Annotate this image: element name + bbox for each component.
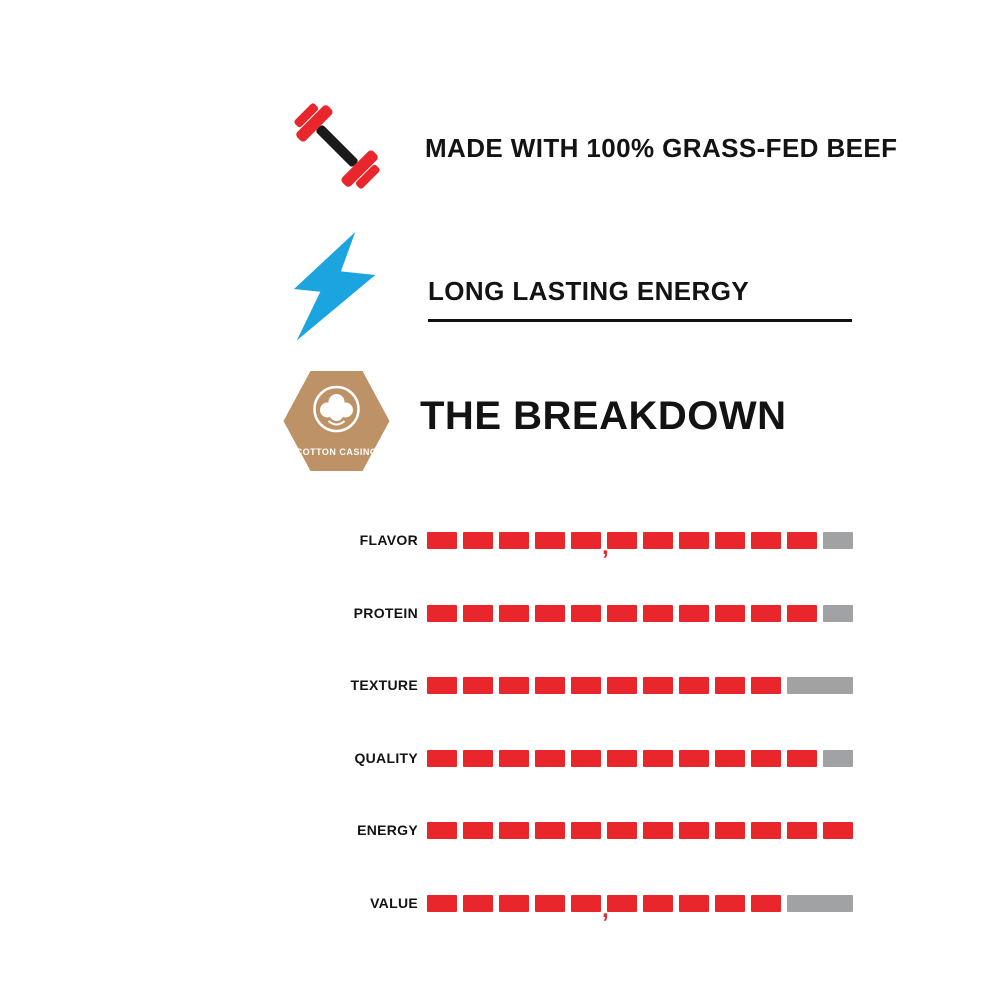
rating-segment-filled [679, 605, 709, 622]
rating-segment-filled [751, 532, 781, 549]
rating-segment-filled [571, 605, 601, 622]
rating-segment-filled [499, 677, 529, 694]
rating-segment-filled [427, 677, 457, 694]
rating-segment-filled [499, 822, 529, 839]
rating-segment-filled [679, 677, 709, 694]
rating-segment-filled [643, 605, 673, 622]
rating-segment-filled [463, 605, 493, 622]
rating-segment-filled [679, 532, 709, 549]
rating-bar [427, 822, 859, 839]
badge-label: COTTON CASING [296, 447, 378, 457]
rating-row-label: PROTEIN [353, 605, 418, 621]
rating-bar: , [427, 895, 853, 923]
rating-segment-filled [787, 532, 817, 549]
rating-segment-filled [643, 750, 673, 767]
rating-segment-filled [463, 822, 493, 839]
rating-segment-filled [715, 532, 745, 549]
rating-segment-filled [751, 750, 781, 767]
rating-segment-filled [427, 750, 457, 767]
rating-segment-filled [571, 895, 601, 912]
rating-segment-empty [823, 532, 853, 549]
rating-segment-filled [751, 677, 781, 694]
bar-comma-mark: , [602, 533, 609, 560]
rating-segment-empty [823, 750, 853, 767]
rating-row-label: FLAVOR [359, 532, 418, 548]
rating-segment-empty [787, 677, 853, 694]
rating-segment-filled [643, 822, 673, 839]
rating-segment-filled [571, 532, 601, 549]
rating-row-label: VALUE [370, 895, 418, 911]
rating-segment-filled [751, 822, 781, 839]
rating-segment-filled [499, 895, 529, 912]
rating-segment-filled [715, 895, 745, 912]
rating-segment-filled [571, 750, 601, 767]
bar-comma-mark: , [602, 896, 609, 923]
rating-segment-empty [823, 605, 853, 622]
lightning-icon [272, 225, 394, 352]
rating-segment-filled [535, 822, 565, 839]
rating-segment-empty [787, 895, 853, 912]
rating-segment-filled [463, 677, 493, 694]
rating-segment-filled [463, 895, 493, 912]
rating-segment-filled [427, 605, 457, 622]
rating-segment-filled [535, 750, 565, 767]
section-heading: THE BREAKDOWN [420, 394, 787, 438]
rating-segment-filled [535, 895, 565, 912]
rating-bar [427, 677, 853, 694]
rating-bar [427, 605, 853, 622]
feature-2-label: LONG LASTING ENERGY [428, 276, 750, 306]
cotton-icon [313, 385, 360, 433]
rating-segment-filled [535, 605, 565, 622]
rating-segment-filled [427, 822, 457, 839]
rating-segment-filled [715, 750, 745, 767]
rating-segment-filled [715, 677, 745, 694]
rating-segment-filled [679, 822, 709, 839]
feature-1-label: MADE WITH 100% GRASS-FED BEEF [425, 133, 898, 163]
rating-segment-filled [571, 822, 601, 839]
cotton-casing-badge: COTTON CASING [283, 371, 390, 471]
rating-segment-filled [787, 605, 817, 622]
rating-segment-filled [463, 532, 493, 549]
rating-segment-filled [607, 677, 637, 694]
rating-segment-filled [643, 532, 673, 549]
rating-bar [427, 750, 853, 767]
rating-segment-filled [427, 532, 457, 549]
rating-segment-filled [679, 895, 709, 912]
rating-segment-filled [751, 605, 781, 622]
rating-segment-filled [715, 822, 745, 839]
rating-segment-filled [823, 822, 853, 839]
rating-segment-filled [643, 677, 673, 694]
rating-segment-filled [499, 750, 529, 767]
rating-segment-filled [499, 532, 529, 549]
rating-segment-filled [607, 605, 637, 622]
rating-row-label: TEXTURE [350, 677, 418, 693]
rating-segment-filled [463, 750, 493, 767]
rating-segment-filled [607, 895, 637, 912]
dumbbell-icon [266, 75, 407, 216]
rating-segment-filled [607, 750, 637, 767]
rating-segment-filled [679, 750, 709, 767]
rating-segment-filled [427, 895, 457, 912]
rating-segment-filled [643, 895, 673, 912]
rating-segment-filled [535, 532, 565, 549]
rating-segment-filled [787, 750, 817, 767]
rating-bar: , [427, 532, 853, 560]
rating-row-label: QUALITY [354, 750, 418, 766]
rating-segment-filled [607, 822, 637, 839]
rating-row-label: ENERGY [357, 822, 418, 838]
rating-segment-filled [571, 677, 601, 694]
rating-segment-filled [751, 895, 781, 912]
rating-segment-filled [715, 605, 745, 622]
rating-segment-filled [535, 677, 565, 694]
rating-segment-filled [499, 605, 529, 622]
rating-segment-filled [787, 822, 817, 839]
rating-segment-filled [607, 532, 637, 549]
feature-2-underline [428, 319, 852, 322]
